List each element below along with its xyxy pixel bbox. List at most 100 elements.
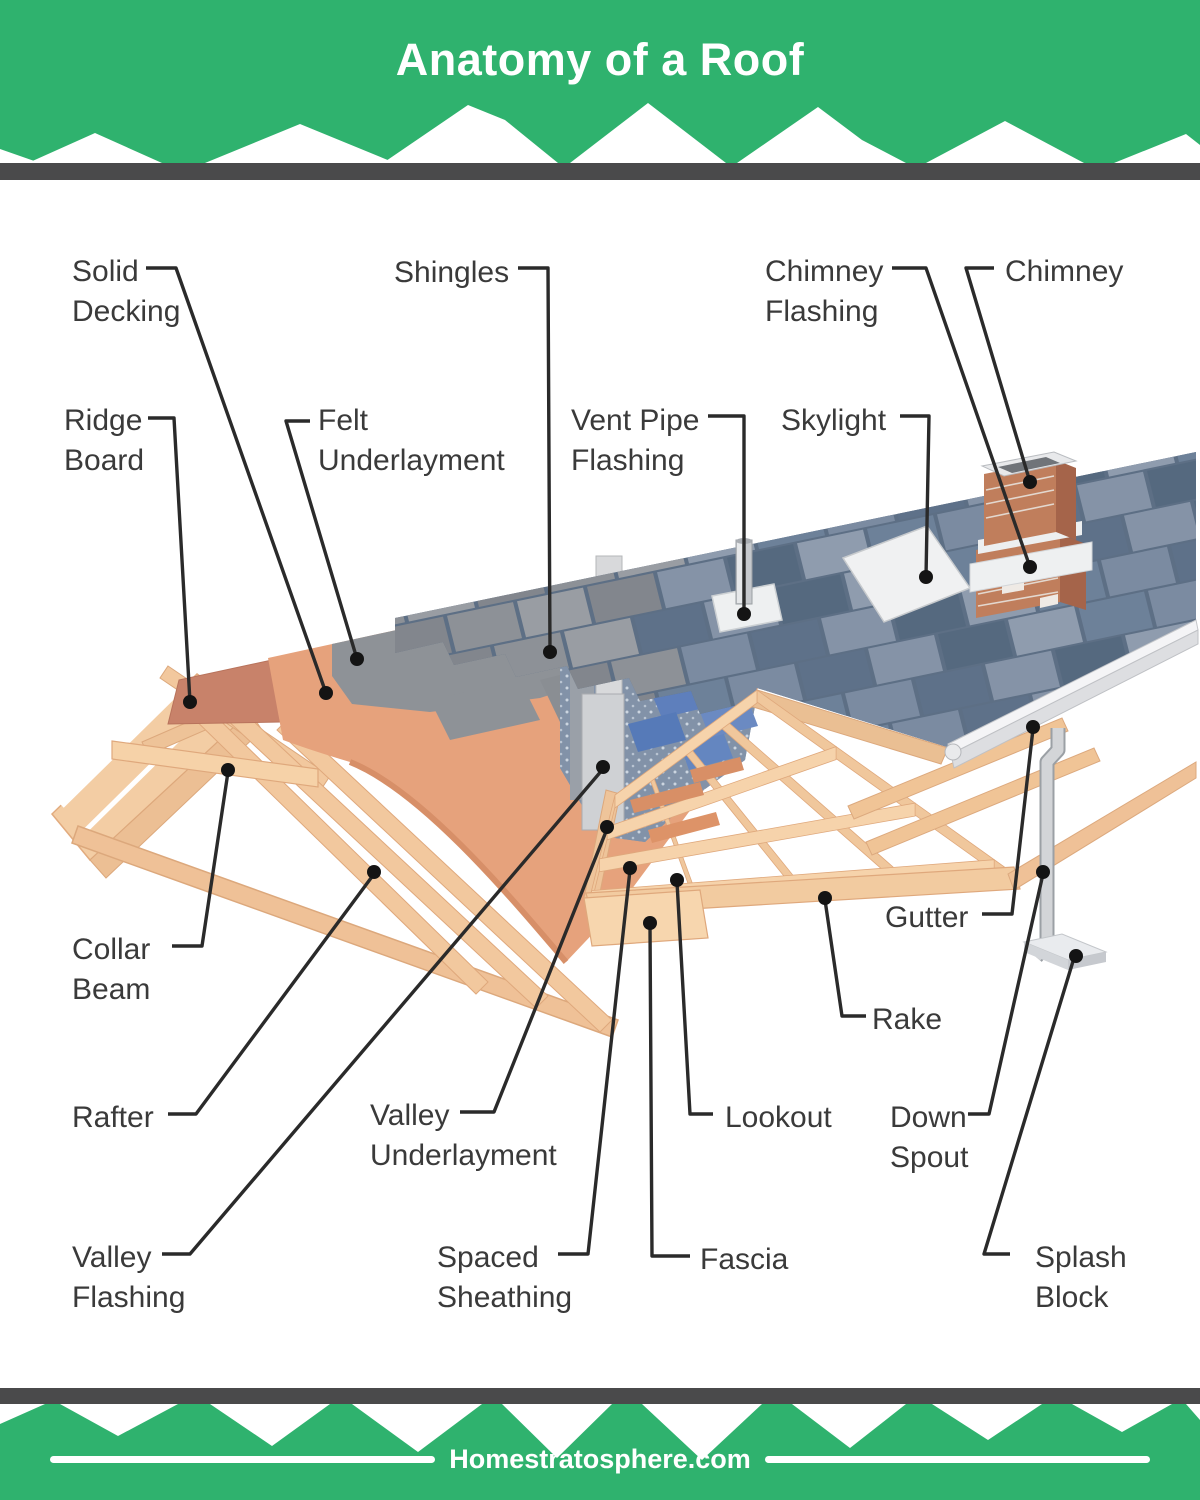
collar-beam-board: [111, 740, 319, 788]
leader-felt-underlayment: [284, 419, 359, 660]
shingle-tile: [1124, 501, 1196, 552]
leader-collar-beam: [172, 771, 230, 948]
leader-dot-valley-underlayment: [600, 820, 614, 834]
leader-dot-chimney-flashing: [1023, 560, 1037, 574]
label-valley-underlayment: Valley Underlayment: [370, 1099, 557, 1172]
leader-dot-rafter: [367, 865, 381, 879]
leader-dot-chimney: [1023, 475, 1037, 489]
shingle-tile: [564, 617, 639, 668]
shingle-tile: [1077, 471, 1152, 522]
leader-rafter: [168, 872, 376, 1116]
splash-block-side: [1024, 942, 1068, 970]
leader-dot-splash-block: [1069, 949, 1083, 963]
lookout-board: [690, 757, 744, 783]
label-vent-pipe-flashing: Vent Pipe Flashing: [571, 404, 700, 477]
shingle-tile: [587, 573, 662, 623]
leader-splash-block: [982, 957, 1076, 1256]
shingle-tile: [1101, 546, 1176, 597]
eave-beam: [1007, 761, 1197, 891]
label-valley-flashing: Valley Flashing: [72, 1241, 186, 1314]
valley-shingle: [628, 712, 686, 752]
label-down-spout: Down Spout: [890, 1101, 969, 1174]
gutter-end-cap: [944, 743, 962, 761]
shingle-tile: [1148, 577, 1196, 627]
header-banner: Anatomy of a Roof: [0, 0, 1200, 163]
gutter-front: [950, 629, 1199, 769]
footer-divider-bar: [0, 1388, 1200, 1404]
shingle-tile: [915, 665, 990, 715]
label-collar-beam: Collar Beam: [72, 933, 151, 1006]
shingle-tile: [821, 604, 896, 655]
spaced-sheathing-board: [606, 746, 837, 841]
leader-dot-valley-flashing: [596, 760, 610, 774]
label-chimney: Chimney: [1005, 255, 1124, 288]
label-rafter: Rafter: [72, 1101, 154, 1134]
label-chimney-flashing: Chimney Flashing: [765, 255, 884, 328]
ridge-board-shape: [167, 659, 281, 725]
label-rake: Rake: [872, 1003, 943, 1036]
leader-chimney-flashing: [892, 266, 1032, 568]
leader-valley-flashing: [162, 767, 605, 1256]
leader-dot-lookout: [670, 873, 684, 887]
leader-dot-down-spout: [1036, 865, 1050, 879]
felt-step: [430, 680, 540, 740]
leader-dot-gutter: [1026, 720, 1040, 734]
leader-lookout: [675, 881, 713, 1116]
leader-dot-spaced-sheathing: [623, 861, 637, 875]
leader-spaced-sheathing: [558, 869, 632, 1256]
shingle-tile: [1172, 652, 1196, 702]
leader-dot-solid-decking: [319, 686, 333, 700]
label-lookout: Lookout: [725, 1101, 832, 1134]
shingle-tile: [985, 650, 1060, 701]
page-title: Anatomy of a Roof: [395, 34, 805, 85]
leader-gutter: [982, 728, 1035, 916]
shingle-tile: [1196, 727, 1200, 777]
shingle-tile: [751, 619, 826, 669]
label-ridge-board: Ridge Board: [64, 404, 145, 477]
header-divider-bar: [0, 163, 1200, 180]
header-zigzag: [0, 103, 1200, 163]
leader-solid-decking: [146, 266, 328, 694]
shingle-tile: [938, 620, 1013, 671]
label-fascia: Fascia: [700, 1243, 789, 1276]
leader-dot-felt-underlayment: [350, 652, 364, 666]
label-spaced-sheathing: Spaced Sheathing: [437, 1241, 573, 1314]
spaced-sheathing-board: [614, 689, 758, 809]
footer-site-label: Homestratosphere.com: [449, 1444, 751, 1474]
leader-shingles: [518, 266, 552, 653]
lookout-board: [648, 812, 720, 843]
leader-dot-rake: [818, 891, 832, 905]
footer-banner: Homestratosphere.com: [0, 1404, 1200, 1500]
shingle-tile: [868, 634, 943, 685]
shingle-tile: [774, 574, 849, 625]
leader-ridge-board: [148, 416, 192, 703]
shingle-tile: [517, 587, 592, 638]
shingle-tile: [1078, 591, 1153, 642]
leader-rake: [823, 899, 866, 1018]
shingle-tile: [1147, 457, 1196, 507]
label-shingles: Shingles: [394, 256, 510, 289]
shingle-tile: [447, 602, 522, 652]
chimney-brick-patch: [1040, 594, 1058, 608]
splash-block-front: [1068, 952, 1106, 970]
footer-rule-right: [765, 1456, 1150, 1463]
leader-dot-vent-pipe-flashing: [737, 607, 751, 621]
leader-down-spout: [968, 873, 1045, 1116]
leader-dot-collar-beam: [221, 763, 235, 777]
leader-vent-pipe-flashing: [708, 414, 746, 614]
chimney-flue: [998, 457, 1060, 473]
leader-fascia: [648, 924, 690, 1258]
footer-rule-left: [50, 1456, 435, 1463]
shingle-tile: [1170, 452, 1196, 463]
shingle-tile: [681, 633, 756, 684]
solid-decking-edge: [348, 759, 569, 964]
leader-skylight: [900, 414, 931, 578]
leader-dot-ridge-board: [183, 695, 197, 709]
leader-dot-skylight: [919, 570, 933, 584]
chimney-upper-side: [1056, 460, 1076, 540]
leader-chimney: [964, 266, 1032, 483]
shingle-tile: [845, 679, 920, 730]
leader-dot-shingles: [543, 645, 557, 659]
